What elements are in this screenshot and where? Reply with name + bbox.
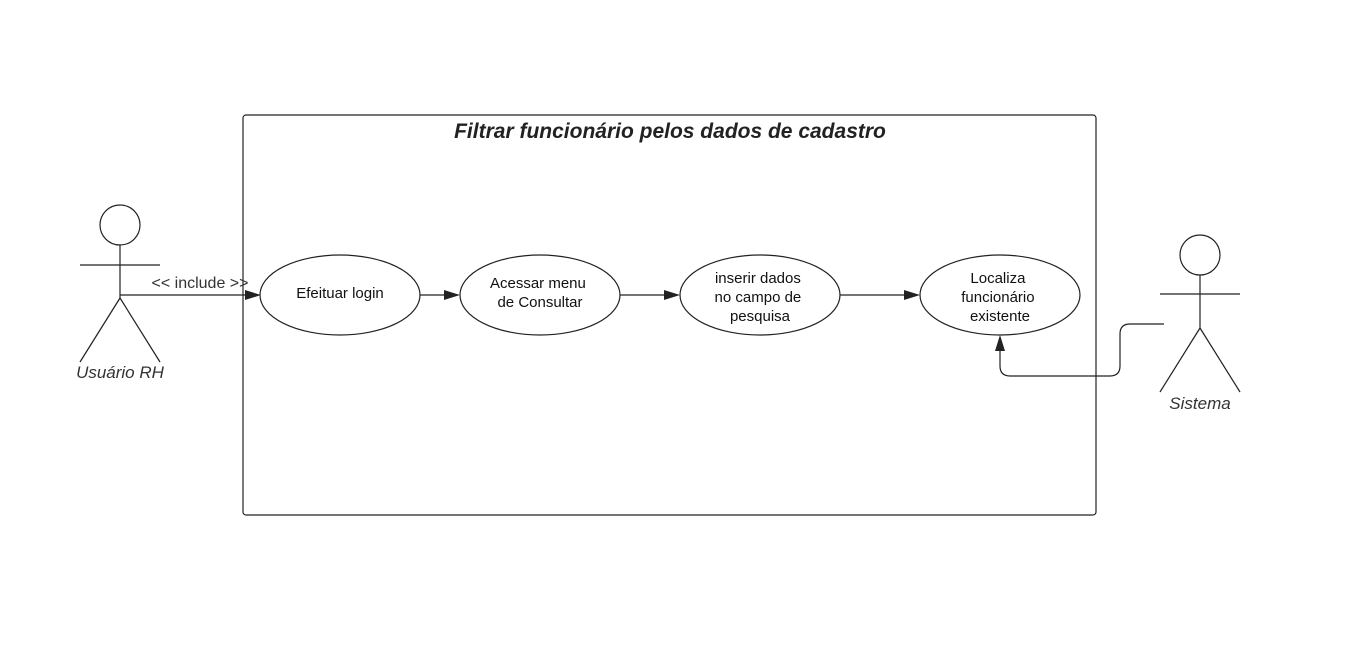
actor-usuario-rh-label: Usuário RH xyxy=(76,363,165,382)
sistema-connector xyxy=(995,323,1164,377)
actor-sistema-right-leg xyxy=(1199,327,1241,393)
actor-sistema-head xyxy=(1179,234,1221,276)
flow-arrowhead-icon xyxy=(444,290,460,300)
use-case-inserir-dados-line-3: pesquisa xyxy=(730,308,791,325)
use-case-localiza-funcionario-label: Localiza funcionário existente xyxy=(961,270,1039,325)
use-case-acessar-menu-line-1: Acessar menu xyxy=(490,275,586,292)
system-boundary xyxy=(242,114,1097,516)
sistema-connector-path xyxy=(999,323,1164,377)
actor-usuario-rh: Usuário RH xyxy=(76,204,165,382)
include-label: << include >> xyxy=(152,275,249,292)
flow-arrow-inserir-to-localiza xyxy=(840,290,920,300)
flow-arrowhead-icon xyxy=(664,290,680,300)
actor-usuario-rh-left-leg xyxy=(79,297,121,363)
actor-sistema: Sistema xyxy=(1159,234,1241,413)
use-case-efetuar-login-label: Efeituar login xyxy=(296,285,384,302)
use-case-inserir-dados: inserir dados no campo de pesquisa xyxy=(679,254,841,336)
actor-usuario-rh-right-leg xyxy=(119,297,161,363)
use-case-inserir-dados-line-2: no campo de xyxy=(715,289,802,306)
actor-sistema-left-leg xyxy=(1159,327,1201,393)
include-relation: << include >> xyxy=(120,275,261,300)
actor-sistema-label: Sistema xyxy=(1169,394,1230,413)
use-case-efetuar-login: Efeituar login xyxy=(259,254,421,336)
use-case-localiza-funcionario-line-2: funcionário xyxy=(961,289,1034,306)
use-case-localiza-funcionario-line-1: Localiza xyxy=(970,270,1026,287)
system-boundary-title: Filtrar funcionário pelos dados de cadas… xyxy=(454,120,886,143)
flow-arrowhead-icon xyxy=(904,290,920,300)
use-case-localiza-funcionario: Localiza funcionário existente xyxy=(919,254,1081,336)
sistema-arrowhead-icon xyxy=(995,335,1005,351)
use-case-inserir-dados-line-1: inserir dados xyxy=(715,270,801,287)
include-arrowhead-icon xyxy=(245,290,261,300)
use-case-inserir-dados-label: inserir dados no campo de pesquisa xyxy=(715,270,806,325)
flow-arrow-menu-to-inserir xyxy=(620,290,680,300)
use-case-acessar-menu-line-2: de Consultar xyxy=(497,294,582,311)
use-case-efetuar-login-line-1: Efeituar login xyxy=(296,285,384,302)
use-case-localiza-funcionario-line-3: existente xyxy=(970,308,1030,325)
flow-arrow-login-to-menu xyxy=(420,290,460,300)
actor-usuario-rh-head xyxy=(99,204,141,246)
use-case-acessar-menu-label: Acessar menu de Consultar xyxy=(490,275,590,311)
use-case-acessar-menu: Acessar menu de Consultar xyxy=(459,254,621,336)
